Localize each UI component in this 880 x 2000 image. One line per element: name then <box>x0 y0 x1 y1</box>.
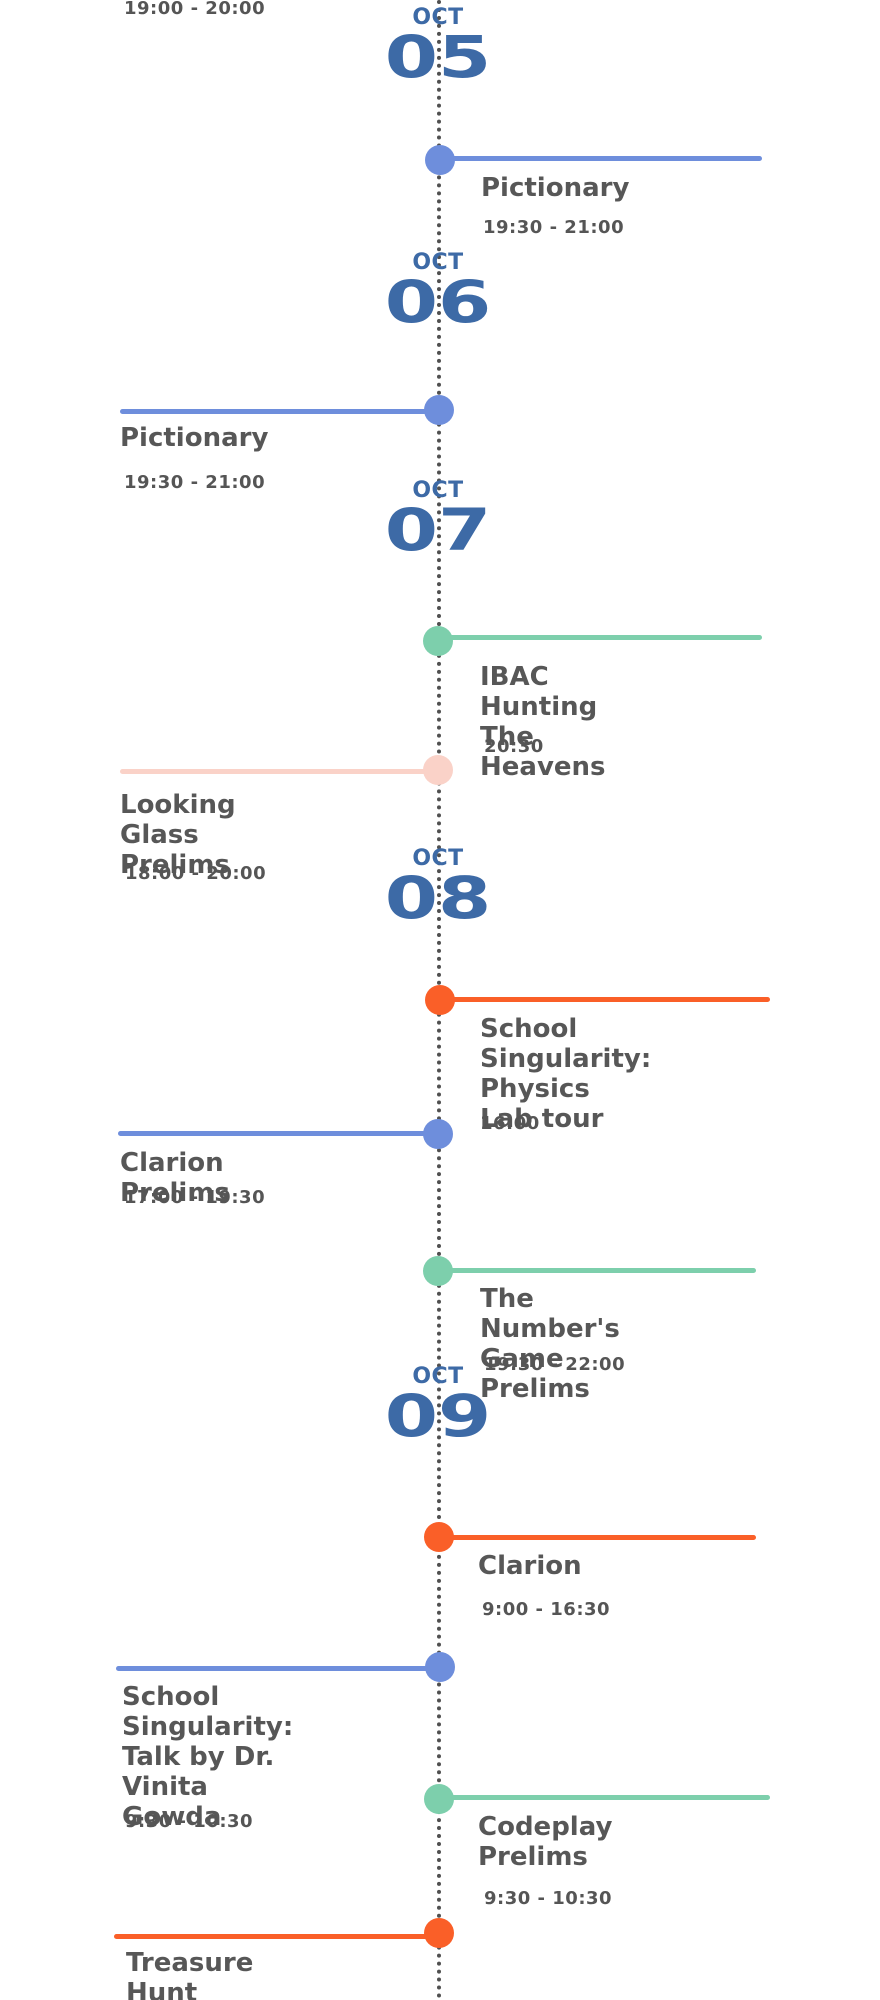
event-time: 19:30 - 21:00 <box>124 472 266 493</box>
date-day: 09 <box>384 1382 492 1450</box>
event-connector <box>116 1666 438 1671</box>
event-marker <box>424 1784 454 1814</box>
event-marker <box>424 1918 454 1948</box>
event-title: Pictionary <box>120 423 269 453</box>
event-title: Codeplay Prelims <box>478 1812 613 1872</box>
date-header: OCT 08 <box>360 846 516 928</box>
event-marker <box>425 985 455 1015</box>
event-connector <box>440 1268 756 1273</box>
event-time: 19:30 - 21:00 <box>483 217 625 238</box>
event-marker <box>424 1522 454 1552</box>
event-title: School Singularity: Physics Lab tour <box>480 1014 652 1134</box>
date-month: OCT <box>412 478 464 503</box>
event-title: Pictionary <box>481 173 630 203</box>
event-marker <box>425 1652 455 1682</box>
date-month: OCT <box>412 250 464 275</box>
event-time: 17:00 - 19:30 <box>124 1187 266 1208</box>
event-title: IBAC Hunting The Heavens <box>480 662 606 782</box>
event-time: 9:30 - 10:30 <box>484 1888 613 1909</box>
event-title: Looking Glass Prelims <box>120 790 236 880</box>
date-day: 08 <box>384 864 492 932</box>
event-connector <box>440 1535 756 1540</box>
event-marker <box>423 1119 453 1149</box>
event-title: Clarion Prelims <box>120 1148 230 1208</box>
date-header: OCT 07 <box>360 478 516 560</box>
event-marker <box>423 1256 453 1286</box>
event-connector <box>118 1131 438 1136</box>
event-connector <box>114 1934 438 1939</box>
event-time: 19:00 - 20:00 <box>124 0 266 19</box>
event-connector <box>440 1795 770 1800</box>
event-time: 16:00 <box>480 1113 540 1134</box>
date-day: 06 <box>384 268 492 336</box>
date-month: OCT <box>412 5 464 30</box>
event-title: Clarion <box>478 1551 582 1581</box>
event-time: 9:30 - 10:30 <box>125 1811 254 1832</box>
date-day: 07 <box>384 496 492 564</box>
event-connector <box>120 769 438 774</box>
event-time: 9:00 - 16:30 <box>482 1599 611 1620</box>
event-marker <box>423 626 453 656</box>
date-header: OCT 09 <box>360 1364 516 1446</box>
event-title: Treasure Hunt Finals <box>126 1948 254 2000</box>
event-marker <box>423 755 453 785</box>
event-time: 18:00 - 20:00 <box>125 863 267 884</box>
date-header: OCT 05 <box>360 5 516 87</box>
date-header: OCT 06 <box>360 250 516 332</box>
event-connector <box>120 409 438 414</box>
event-time: 20:30 <box>484 736 544 757</box>
event-title: The Number's Game Prelims <box>480 1284 620 1404</box>
event-marker <box>424 395 454 425</box>
event-title: School Singularity: Talk by Dr. Vinita G… <box>122 1682 294 1832</box>
event-connector <box>440 635 762 640</box>
date-month: OCT <box>412 846 464 871</box>
event-connector <box>440 156 762 161</box>
event-marker <box>425 145 455 175</box>
date-day: 05 <box>384 23 492 91</box>
event-time: 19:30 - 22:00 <box>484 1354 626 1375</box>
date-month: OCT <box>412 1364 464 1389</box>
event-connector <box>440 997 770 1002</box>
